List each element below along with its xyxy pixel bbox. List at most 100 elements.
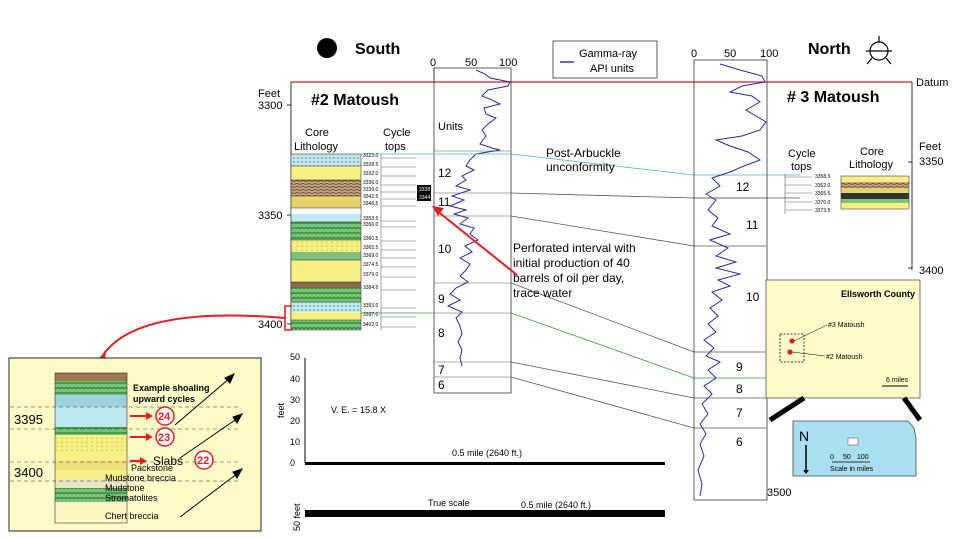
ve-label: V. E. = 15.8 X [331,405,386,415]
north-log-scale-100: 100 [760,48,778,60]
kansas-scale-tick: 0 [830,454,834,461]
perforation-note-line: barrels of oil per day, [513,271,624,285]
north-core-depth-label: 3365.5 [815,191,831,197]
vscale-bar-label: 0.5 mile (2640 ft.) [452,448,522,458]
cycle-22-marker [194,450,214,470]
true-scale-title: True scale [428,498,470,508]
south-core-depth-label: 3346.5 [363,201,379,207]
inset-title-1: Example shoaling [133,383,210,393]
south-core-depth-label: 3393.0 [363,303,379,309]
south-core-depth-label: 3353.5 [363,216,379,222]
north-cycle-label-1: Cycle [788,148,816,160]
south-core-depth-label: 3360.5 [363,236,379,242]
perforated-interval-block [417,185,431,201]
north-log-scale-0: 0 [691,48,697,60]
south-unit-8: 8 [438,326,445,340]
south-core-depth-label: 3356.0 [363,222,379,228]
south-core-depth-label: 3384.5 [363,285,379,291]
south-log-scale-100: 100 [499,57,517,69]
perf-top-label: 3338 [419,187,430,193]
county-scale: 6 miles [886,377,909,384]
county-well-a: #3 Matoush [828,322,865,329]
vscale-axis-label: feet [276,402,286,418]
south-core-depth-label: 3369.0 [363,253,379,259]
south-depth-axis: 3300 3350 3400 [258,82,292,331]
south-well-name: #2 Matoush [311,92,399,109]
south-feet-label: Feet [258,88,280,100]
south-core-label-1: Core [305,127,329,139]
perforation-note: Perforated interval with initial product… [513,241,636,300]
south-depth-3300: 3300 [258,100,282,112]
south-core-depth-label: 3397.0 [363,312,379,318]
legend-line1: Gamma-ray [579,48,638,60]
south-label: South [355,41,400,58]
well-2-marker [787,349,793,355]
south-core-depth-label: 3339.0 [363,187,379,193]
cycle-24-label: 24 [158,411,171,423]
south-core-depth-label: 3374.5 [363,262,379,268]
south-gamma-log-track: 0 50 100 [430,57,517,394]
south-unit-12: 12 [438,166,452,180]
north-unit-6: 6 [736,435,743,449]
perforation-note-line: trace water [513,286,572,300]
north-cycle-label-2: tops [791,161,812,173]
kansas-scale-label: Scale in miles [830,466,874,473]
vscale-tick: 20 [290,416,300,426]
south-core-depth-label: 3342.5 [363,194,379,200]
south-core-depth-label: 3379.0 [363,272,379,278]
kansas-scale-tick: 100 [857,454,869,461]
cycle-24-marker [155,406,175,426]
south-core-depth-label: 3328.5 [363,162,379,168]
south-cycle-label-2: tops [385,141,406,153]
north-depth-3350: 3350 [919,156,943,168]
unconformity-label-2: unconformity [546,160,615,174]
south-unit-separators [434,150,511,378]
south-core-lithology-column [290,153,362,331]
inset-panel: Example shoaling upward cycles 3395 3400… [8,357,262,532]
south-log-scale-50: 50 [465,57,477,69]
north-label: North [808,41,851,58]
vscale-tick: 0 [290,458,295,468]
legend: Gamma-ray API units [552,40,658,79]
perforation-note-line: Perforated interval with [513,241,636,255]
inset-callout-arrow [99,314,286,361]
perforation-note-line: initial production of 40 [513,256,630,270]
south-unit-11: 11 [438,195,451,209]
north-core-label-1: Core [860,146,884,158]
south-marker-icon [317,38,337,58]
north-log-scale-50: 50 [724,48,736,60]
north-unit-12: 12 [736,180,750,194]
north-feet-label: Feet [919,141,941,153]
north-core-depth-label: 3358.5 [815,174,831,180]
cycle-22-label: 22 [197,455,209,467]
true-scale: 50 feet True scale 0.5 mile (2640 ft.) [292,498,665,531]
north-depth-axis: 3350 3400 [908,82,943,277]
slabs-label: Slabs [153,454,183,468]
north-core-depth-label: 3362.0 [815,183,831,189]
vscale-tick: 10 [290,437,300,447]
ellsworth-location-marker [847,437,859,446]
perforation-arrow [435,209,518,276]
lithology-label: Packstone [131,463,173,473]
north-core-depth-label: 3370.0 [815,200,831,206]
lithology-label: Stromatolites [105,493,158,503]
north-unit-9: 9 [736,360,743,374]
well-3-marker [789,338,795,344]
north-gamma-log-track: 0 50 100 [691,48,778,501]
kansas-map: N 0 50 100 Scale in miles [792,420,917,477]
south-core-depth-label: 3402.0 [363,322,379,328]
south-depth-3350: 3350 [258,210,282,222]
lithology-label: Chert breccia [105,511,159,521]
inset-depth-bottom: 3400 [14,465,43,480]
perf-bottom-label: 3344 [419,195,430,201]
south-core-depth-labels: 3323.0 3328.5 3332.0 3336.0 3339.0 3342.… [363,153,379,328]
county-well-b: #2 Matoush [826,354,863,361]
south-core-depth-label: 3332.0 [363,171,379,177]
north-cycle-tops [784,174,812,214]
south-unit-9: 9 [438,292,445,306]
north-bottom-depth: 3500 [767,487,791,499]
south-log-scale-0: 0 [430,57,436,69]
north-well-name: # 3 Matoush [787,89,879,106]
unconformity-label-1: Post-Arbuckle [546,146,621,160]
north-unit-7: 7 [736,406,743,420]
